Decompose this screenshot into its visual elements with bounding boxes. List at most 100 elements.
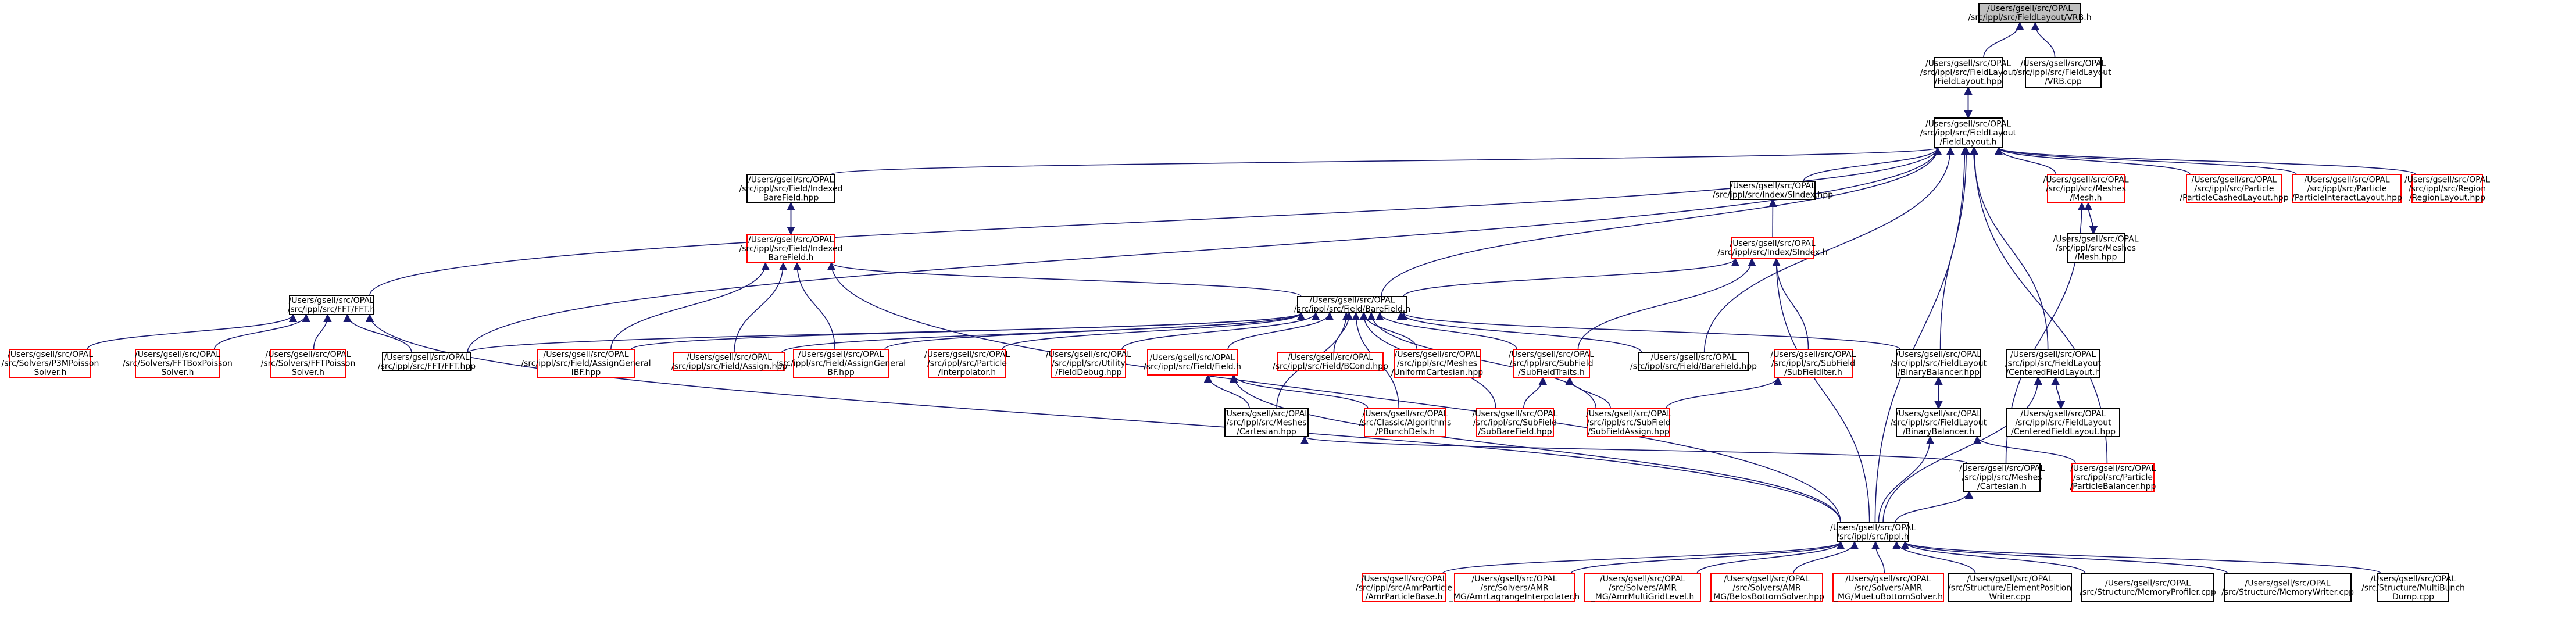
graph-node-binary-bal-h[interactable]: /Users/gsell/src/OPAL/src/ippl/src/Field… [1891,408,1987,437]
include-edge [1300,435,1968,464]
node-label-line: /src/ippl/src/FieldLayout [1891,418,1987,427]
node-label-line: /Mesh.h [2070,193,2102,202]
graph-node-muelu-solver[interactable]: /Users/gsell/src/OPAL/src/Solvers/AMR_MG… [1832,573,1944,602]
graph-node-amr-multigrid[interactable]: /Users/gsell/src/OPAL/src/Solvers/AMR_MG… [1584,573,1701,602]
node-label-line: /Users/gsell/src/OPAL [687,353,772,362]
graph-node-amr-lagrange[interactable]: /Users/gsell/src/OPAL/src/Solvers/AMR_MG… [1449,573,1580,602]
include-edge [313,313,332,350]
graph-node-field-h[interactable]: /Users/gsell/src/OPAL/src/ippl/src/Field… [1144,349,1241,376]
node-box [1584,573,1701,602]
graph-node-mem-profiler[interactable]: /Users/gsell/src/OPAL/src/Structure/Memo… [2080,573,2216,602]
graph-node-interact-layout[interactable]: /Users/gsell/src/OPAL/src/ippl/src/Parti… [2292,174,2402,203]
graph-node-cartesian-hpp[interactable]: /Users/gsell/src/OPAL/src/ippl/src/Meshe… [1224,408,1309,437]
node-label-line: /VRB.cpp [2045,77,2082,86]
graph-node-interpolator[interactable]: /Users/gsell/src/OPAL/src/ippl/src/Parti… [924,349,1010,378]
node-label-line: /src/Solvers/P3MPoisson [2,359,99,368]
node-label-line: /src/ippl/src/Particle [2073,473,2153,482]
graph-node-fft-hpp[interactable]: /Users/gsell/src/OPAL/src/ippl/src/FFT/F… [378,352,476,371]
node-box [1476,408,1554,437]
graph-node-amr-particle-base[interactable]: /Users/gsell/src/OPAL/src/ippl/src/AmrPa… [1356,573,1452,602]
node-box [1731,237,1814,259]
graph-node-particle-bal[interactable]: /Users/gsell/src/OPAL/src/ippl/src/Parti… [2070,463,2156,492]
node-box [746,234,835,263]
node-label-line: /FieldLayout.hpp [1935,77,2002,86]
node-label-line: /src/ippl/src/Field/BareField.h [1294,305,1410,314]
include-edge [1696,541,1845,574]
node-label-line: /Users/gsell/src/OPAL [2053,234,2138,244]
graph-node-vrb-cpp[interactable]: /Users/gsell/src/OPAL/src/ippl/src/Field… [2015,57,2111,88]
graph-node-element-pos[interactable]: /Users/gsell/src/OPAL/src/Structure/Elem… [1948,573,2072,602]
node-label-line: /Users/gsell/src/OPAL [2020,409,2106,419]
node-box [2292,174,2402,203]
graph-node-barefield-hpp[interactable]: /Users/gsell/src/OPAL/src/ippl/src/Field… [1630,352,1757,371]
node-label-line: /src/ippl/src/Field/BCond.hpp [1273,362,1388,371]
graph-node-barefield-h[interactable]: /Users/gsell/src/OPAL/src/ippl/src/Field… [1294,296,1410,315]
graph-node-region-layout[interactable]: /Users/gsell/src/OPAL/src/ippl/src/Regio… [2404,174,2490,203]
node-label-line: /src/ippl/src/FieldLayout [2015,418,2111,427]
graph-node-cached-layout[interactable]: /Users/gsell/src/OPAL/src/ippl/src/Parti… [2180,174,2289,203]
node-label-line: IBF.hpp [571,368,601,377]
graph-node-subbarefield[interactable]: /Users/gsell/src/OPAL/src/ippl/src/SubFi… [1472,408,1558,437]
node-box [1364,408,1446,437]
graph-node-fielddebug[interactable]: /Users/gsell/src/OPAL/src/ippl/src/Utili… [1046,349,1131,378]
include-edge [1901,541,2228,574]
include-edge [2031,22,2056,58]
include-edge [2055,377,2066,410]
include-edge [1895,490,1974,523]
node-label-line: /src/ippl/src/Meshes [1226,418,1306,427]
graph-node-subfieldassign[interactable]: /Users/gsell/src/OPAL/src/ippl/src/SubFi… [1586,408,1671,437]
node-box [1513,349,1590,378]
node-label-line: /Users/gsell/src/OPAL [1362,409,1448,419]
graph-node-fftp-solver[interactable]: /Users/gsell/src/OPAL/src/Solvers/FFTPoi… [261,349,356,378]
graph-node-fieldlayout-h[interactable]: /Users/gsell/src/OPAL/src/ippl/src/Field… [1920,117,2017,148]
graph-node-ippl-h[interactable]: /Users/gsell/src/OPAL/src/ippl/src/ippl.… [1830,522,1916,542]
graph-node-sindex-h[interactable]: /Users/gsell/src/OPAL/src/ippl/src/Index… [1717,237,1828,259]
graph-node-subfielditer[interactable]: /Users/gsell/src/OPAL/src/ippl/src/SubFi… [1770,349,1856,378]
node-label-line: /Users/gsell/src/OPAL [1149,353,1235,363]
node-label-line: /Users/gsell/src/OPAL [1471,574,1557,584]
node-box [537,349,635,378]
graph-node-fftbox-solver[interactable]: /Users/gsell/src/OPAL/src/Solvers/FFTBox… [123,349,233,378]
graph-node-assign-hpp[interactable]: /Users/gsell/src/OPAL/src/ippl/src/Field… [671,352,787,371]
graph-node-subfield-traits[interactable]: /Users/gsell/src/OPAL/src/ippl/src/SubFi… [1509,349,1594,378]
graph-node-uniform-cart[interactable]: /Users/gsell/src/OPAL/src/ippl/src/Meshe… [1391,349,1483,378]
graph-node-centered-hpp[interactable]: /Users/gsell/src/OPAL/src/ippl/src/Field… [2006,408,2120,437]
graph-node-p3m-solver[interactable]: /Users/gsell/src/OPAL/src/Solvers/P3MPoi… [2,349,99,378]
include-edge [1121,312,1320,350]
node-label-line: /src/ippl/src/Utility [1052,359,1125,368]
graph-node-fieldlayout-hpp[interactable]: /Users/gsell/src/OPAL/src/ippl/src/Field… [1920,57,2017,88]
node-box [1837,522,1909,542]
include-edge [1994,147,2191,175]
include-edge [1375,312,1517,350]
graph-node-pbunch-defs[interactable]: /Users/gsell/src/OPAL/src/Classic/Algori… [1359,408,1452,437]
node-label-line: /Users/gsell/src/OPAL [288,296,374,305]
graph-node-indexed-bf-hpp[interactable]: /Users/gsell/src/OPAL/src/ippl/src/Field… [739,174,843,203]
node-box [1832,573,1944,602]
graph-node-centered-h[interactable]: /Users/gsell/src/OPAL/src/ippl/src/Field… [2005,349,2102,378]
graph-node-multibunch[interactable]: /Users/gsell/src/OPAL/src/Structure/Mult… [2361,573,2465,602]
graph-node-fft-h[interactable]: /Users/gsell/src/OPAL/src/ippl/src/FFT/F… [288,295,376,315]
graph-node-sindex-hpp[interactable]: /Users/gsell/src/OPAL/src/ippl/src/Index… [1713,181,1833,200]
node-label-line: /Users/gsell/src/OPAL [2404,175,2490,184]
graph-node-binary-bal-hpp[interactable]: /Users/gsell/src/OPAL/src/ippl/src/Field… [1891,349,1987,378]
graph-node-mesh-hpp[interactable]: /Users/gsell/src/OPAL/src/ippl/src/Meshe… [2053,233,2139,263]
graph-node-indexed-bf-h[interactable]: /Users/gsell/src/OPAL/src/ippl/src/Field… [739,234,843,263]
graph-node-bcond[interactable]: /Users/gsell/src/OPAL/src/ippl/src/Field… [1273,352,1388,371]
node-label-line: /CenteredFieldLayout.h [2006,368,2100,377]
graph-node-assign-general-ibf[interactable]: /Users/gsell/src/OPAL/src/ippl/src/Field… [521,349,651,378]
graph-node-cartesian-h[interactable]: /Users/gsell/src/OPAL/src/ippl/src/Meshe… [1959,463,2045,492]
graph-node-assign-general-bf[interactable]: /Users/gsell/src/OPAL/src/ippl/src/Field… [776,349,906,378]
node-label-line: /Users/gsell/src/OPAL [924,350,1010,359]
node-label-line: BF.hpp [827,368,855,377]
node-box [1051,349,1126,378]
include-edge [734,262,788,353]
node-label-line: /Users/gsell/src/OPAL [1730,181,1816,191]
node-label-line: /Users/gsell/src/OPAL [1361,574,1446,584]
graph-node-belos-solver[interactable]: /Users/gsell/src/OPAL/src/Solvers/AMR_MG… [1709,573,1824,602]
include-edge [1772,258,1809,350]
include-edge [1523,376,1547,409]
graph-node-mem-writer[interactable]: /Users/gsell/src/OPAL/src/Structure/Memo… [2221,573,2354,602]
include-edge [343,313,412,353]
include-edge [1882,376,2043,523]
graph-node-mesh-h[interactable]: /Users/gsell/src/OPAL/src/ippl/src/Meshe… [2043,174,2129,203]
